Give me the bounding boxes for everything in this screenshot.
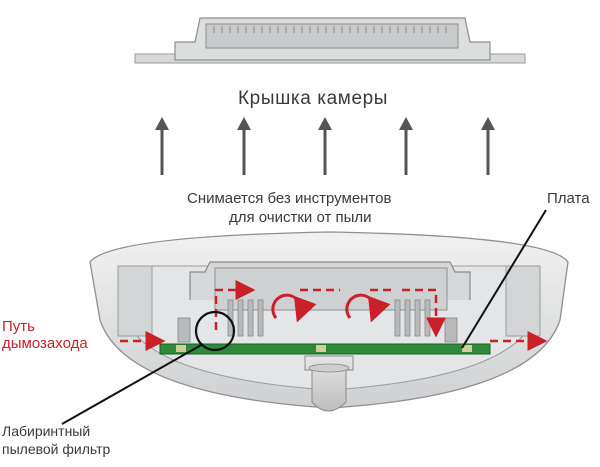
tool-free-label-line2: для очистки от пыли bbox=[229, 209, 372, 226]
up-arrow-icon bbox=[237, 117, 251, 175]
cover-label: Крышка камеры bbox=[238, 88, 388, 110]
labyrinth-label-line2: пылевой фильтр bbox=[2, 441, 110, 457]
up-arrow-icon bbox=[399, 117, 413, 175]
smoke-path-label-line2: дымозахода bbox=[2, 335, 88, 352]
up-arrow-icon bbox=[155, 117, 169, 175]
detector-base-icon bbox=[90, 232, 568, 411]
chamber-cover-icon bbox=[135, 18, 525, 63]
tool-free-label-line1: Снимается без инструментов bbox=[187, 190, 391, 207]
up-arrow-icon bbox=[481, 117, 495, 175]
labyrinth-label-line1: Лабиринтный bbox=[2, 423, 90, 439]
up-arrows bbox=[155, 117, 495, 175]
up-arrow-icon bbox=[318, 117, 332, 175]
smoke-path-label-line1: Путь bbox=[2, 318, 35, 335]
board-label: Плата bbox=[547, 190, 590, 207]
